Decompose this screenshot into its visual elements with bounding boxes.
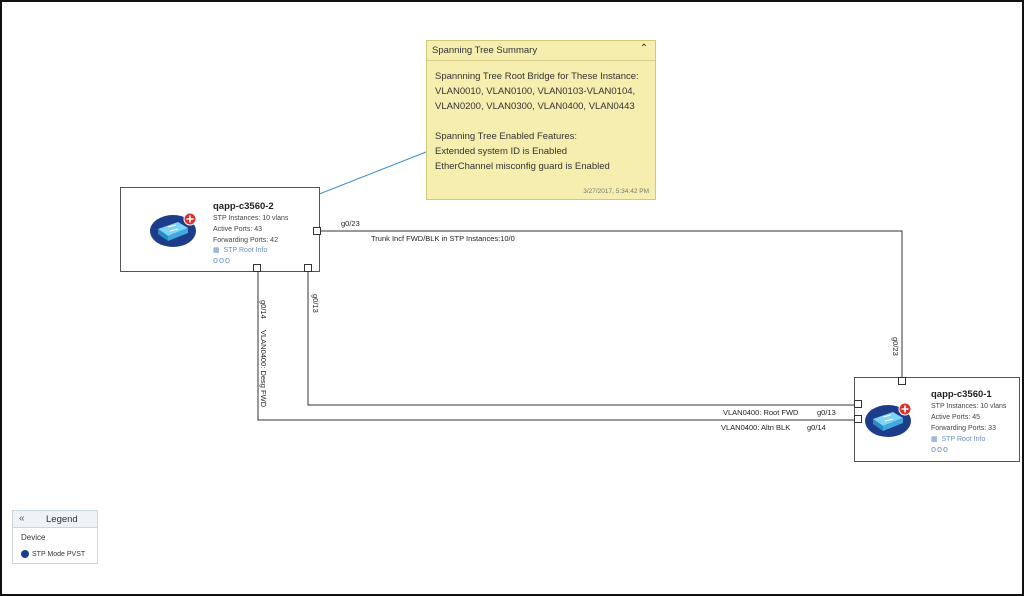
legend-item-stp-mode: STP Mode PVST <box>21 550 85 558</box>
legend-header: « Legend <box>13 511 97 528</box>
device-name: qapp-c3560-2 <box>213 201 274 212</box>
link-14-desg-label: VLAN0400: Desg FWD <box>259 330 268 408</box>
spanning-tree-summary-note[interactable]: Spanning Tree Summary ⌃ Spannning Tree R… <box>426 40 656 200</box>
link-g0-13[interactable] <box>307 270 857 406</box>
legend-item-label: STP Mode PVST <box>32 550 86 558</box>
stp-root-info-link[interactable]: ▦ STP Root Info <box>213 246 267 254</box>
stp-root-info-link[interactable]: ▦ STP Root Info <box>931 435 985 443</box>
stp-instances: STP Instances: 10 vlans <box>213 215 289 222</box>
port-label-g0-23-b: g0/23 <box>891 337 900 356</box>
forwarding-ports: Forwarding Ports: 42 <box>213 237 278 244</box>
forwarding-ports: Forwarding Ports: 33 <box>931 425 996 432</box>
device-qapp-c3560-2[interactable]: qapp-c3560-2 STP Instances: 10 vlans Act… <box>120 187 320 272</box>
port-label-g0-14-a: g0/14 <box>259 300 268 319</box>
port-label-g0-13-b: g0/13 <box>817 408 836 417</box>
link-13-root-label: VLAN0400: Root FWD <box>723 408 799 417</box>
legend-title: Legend <box>46 514 78 525</box>
network-switch-icon <box>150 212 197 247</box>
table-icon: ▦ <box>931 436 938 443</box>
network-switch-icon <box>865 402 912 437</box>
device-name: qapp-c3560-1 <box>931 389 992 400</box>
note-title: Spanning Tree Summary <box>432 45 538 56</box>
port-label-g0-14-b: g0/14 <box>807 423 826 432</box>
note-header: Spanning Tree Summary ⌃ <box>427 41 655 61</box>
legend-panel: « Legend Device STP Mode PVST <box>12 510 98 564</box>
feature-2: EtherChannel misconfig guard is Enabled <box>435 161 610 172</box>
note-body: Spannning Tree Root Bridge for These Ins… <box>435 69 639 174</box>
port-g0-23-c3560-1[interactable] <box>898 377 906 385</box>
chevron-up-icon[interactable]: ⌃ <box>639 43 649 54</box>
root-bridge-vlans-1: VLAN0010, VLAN0100, VLAN0103-VLAN0104, <box>435 86 636 97</box>
note-timestamp: 3/27/2017, 5:34:42 PM <box>583 188 649 195</box>
port-g0-13-c3560-2[interactable] <box>304 264 312 272</box>
port-g0-14-c3560-1[interactable] <box>854 415 862 423</box>
stp-instances: STP Instances: 10 vlans <box>931 403 1007 410</box>
stp-mode-icon <box>21 550 29 558</box>
more-options-button[interactable]: ooo <box>213 255 232 265</box>
port-label-g0-13-a: g0/13 <box>311 294 320 313</box>
feature-1: Extended system ID is Enabled <box>435 146 568 157</box>
link-g0-14[interactable] <box>257 270 857 421</box>
note-spacer <box>435 114 639 129</box>
more-options-button[interactable]: ooo <box>931 444 950 454</box>
double-chevron-left-icon[interactable]: « <box>19 513 25 524</box>
root-bridge-heading: Spannning Tree Root Bridge for These Ins… <box>435 71 639 82</box>
stp-root-info-label: STP Root Info <box>223 247 268 254</box>
port-g0-13-c3560-1[interactable] <box>854 400 862 408</box>
active-ports: Active Ports: 45 <box>931 414 981 421</box>
link-14-altn-label: VLAN0400: Altn BLK <box>721 423 791 432</box>
port-g0-23-c3560-2[interactable] <box>313 227 321 235</box>
port-g0-14-c3560-2[interactable] <box>253 264 261 272</box>
port-label-g0-23-a: g0/23 <box>341 219 360 228</box>
table-icon: ▦ <box>213 247 220 254</box>
link-trunk-g0-23[interactable] <box>320 230 903 377</box>
trunk-link-label: Trunk Incf FWD/BLK in STP Instances:10/0 <box>371 234 515 243</box>
root-bridge-vlans-2: VLAN0200, VLAN0300, VLAN0400, VLAN0443 <box>435 101 635 112</box>
active-ports: Active Ports: 43 <box>213 226 263 233</box>
device-qapp-c3560-1[interactable]: qapp-c3560-1 STP Instances: 10 vlans Act… <box>854 377 1020 462</box>
legend-section-device: Device <box>21 533 46 542</box>
features-heading: Spanning Tree Enabled Features: <box>435 131 578 142</box>
stp-root-info-label: STP Root Info <box>941 436 986 443</box>
